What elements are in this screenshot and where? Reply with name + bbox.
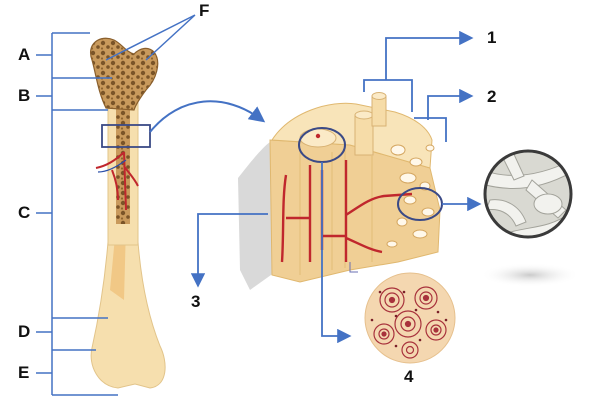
- trabecula-zoom: [483, 149, 573, 239]
- label-3: 3: [191, 292, 201, 311]
- periosteum: [238, 142, 278, 290]
- shaft-vessel: [95, 151, 139, 211]
- numbered-leaders: [190, 30, 482, 344]
- osteon-column-2: [371, 95, 387, 127]
- zoom-arrow: [149, 100, 266, 133]
- zoom-box: [101, 124, 151, 148]
- central-canal-dot: [315, 133, 321, 139]
- zoom-ring: [483, 149, 573, 239]
- proximal-head: [90, 37, 159, 111]
- small-vein: [349, 262, 358, 273]
- osteon-column-1: [354, 114, 374, 156]
- osteon-cross-section: [364, 272, 456, 364]
- shaft-vein: [97, 159, 127, 173]
- compact-bone-block: [238, 92, 443, 290]
- lamella-lines: [299, 150, 373, 275]
- label-2: 2: [487, 87, 497, 106]
- long-bone: [90, 37, 166, 389]
- label-e: E: [18, 363, 30, 382]
- label-1: 1: [487, 28, 497, 47]
- medullary-spongy: [116, 96, 130, 224]
- label-d: D: [18, 322, 31, 341]
- zoom-shadow: [480, 263, 580, 287]
- label-a: A: [18, 45, 31, 64]
- f-leader-lines: [105, 14, 196, 61]
- osteon-column-1-top: [354, 110, 374, 120]
- region-brackets: [36, 32, 118, 396]
- label-b: B: [18, 86, 31, 105]
- distal-epiphysis: [90, 241, 166, 389]
- osteon-column-2-top: [371, 92, 387, 100]
- label-f: F: [199, 1, 210, 20]
- label-4: 4: [404, 367, 414, 386]
- label-c: C: [18, 203, 31, 222]
